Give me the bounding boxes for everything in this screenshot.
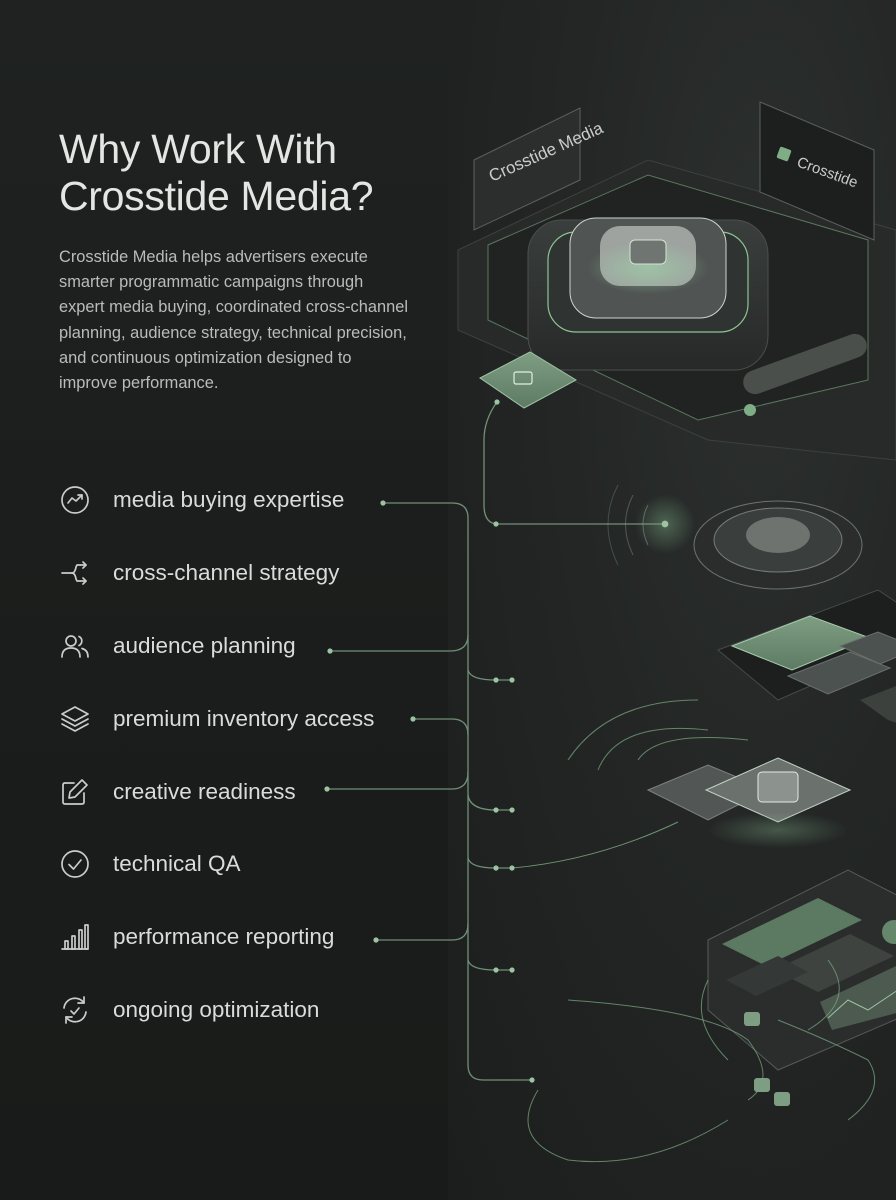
image-hub <box>512 699 852 869</box>
edit-icon <box>59 776 91 808</box>
control-bar <box>743 333 867 416</box>
feature-creative: creative readiness <box>59 772 439 812</box>
feature-label: premium inventory access <box>113 706 375 731</box>
title-line-1: Why Work With <box>59 126 337 172</box>
feature-optimization: ongoing optimization <box>59 990 439 1030</box>
feature-label: ongoing optimization <box>113 997 320 1022</box>
refresh-icon <box>59 994 91 1026</box>
hub-platform <box>457 159 896 461</box>
feature-reporting: performance reporting <box>59 917 439 957</box>
audio-hub <box>607 484 863 590</box>
keypad <box>717 589 896 723</box>
description: Crosstide Media helps advertisers execut… <box>59 248 408 393</box>
device-tile <box>479 351 578 409</box>
feature-technical-qa: technical QA <box>59 844 439 884</box>
sign-right: Crosstide <box>759 101 875 241</box>
flow-nodes <box>744 1012 790 1106</box>
feature-label: cross-channel strategy <box>113 560 340 585</box>
feature-label: creative readiness <box>113 779 296 804</box>
feature-label: audience planning <box>113 633 296 658</box>
feature-inventory: premium inventory access <box>59 699 439 739</box>
page-title: Why Work With Crosstide Media? <box>59 126 439 220</box>
split-arrows-icon <box>59 557 91 589</box>
trend-chart-icon <box>59 484 91 516</box>
check-circle-icon <box>59 848 91 880</box>
feature-label: performance reporting <box>113 924 335 949</box>
feature-media-buying: media buying expertise <box>59 480 439 520</box>
dashboard <box>707 869 896 1071</box>
left-panel: Why Work With Crosstide Media? Crosstide… <box>0 0 448 1200</box>
flow-network <box>527 959 876 1163</box>
feature-label: media buying expertise <box>113 487 345 512</box>
isometric-illustration: Crosstide Media Crosstide <box>457 101 896 1163</box>
bar-chart-icon <box>59 921 91 953</box>
users-icon <box>59 630 91 662</box>
layers-icon <box>59 703 91 735</box>
title-line-2: Crosstide Media? <box>59 173 374 219</box>
illustration-panel: Crosstide Media Crosstide <box>448 0 896 1200</box>
feature-audience: audience planning <box>59 626 439 666</box>
feature-cross-channel: cross-channel strategy <box>59 553 439 593</box>
feature-label: technical QA <box>113 851 241 876</box>
